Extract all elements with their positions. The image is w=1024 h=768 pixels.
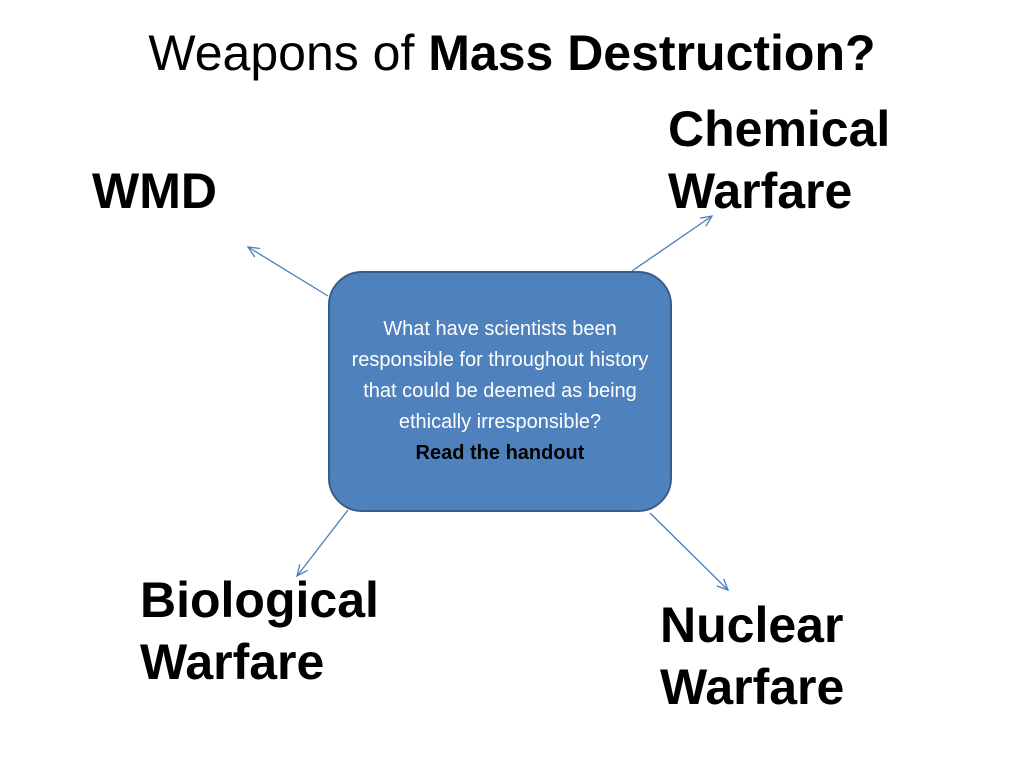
wmd-text: WMD <box>92 163 217 219</box>
chemical-line2: Warfare <box>668 163 853 219</box>
arrow-to-nuclear-warfare <box>649 512 730 592</box>
chemical-line1: Chemical <box>668 101 891 157</box>
arrow-to-wmd <box>246 246 329 297</box>
label-nuclear-warfare: Nuclear Warfare <box>660 594 844 718</box>
biological-line2: Warfare <box>140 634 325 690</box>
arrow-to-chemical-warfare <box>631 215 714 272</box>
biological-line1: Biological <box>140 572 379 628</box>
central-question-text: What have scientists been responsible fo… <box>351 318 649 433</box>
handout-instruction: Read the handout <box>415 442 585 464</box>
label-biological-warfare: Biological Warfare <box>140 569 379 693</box>
slide-title: Weapons of Mass Destruction? <box>0 18 1024 88</box>
title-prefix: Weapons of <box>148 25 429 81</box>
central-question-box: What have scientists been responsible fo… <box>328 271 672 512</box>
nuclear-line2: Warfare <box>660 659 845 715</box>
arrow-to-biological-warfare <box>296 509 349 578</box>
label-chemical-warfare: Chemical Warfare <box>668 98 890 222</box>
nuclear-line1: Nuclear <box>660 597 844 653</box>
title-emphasis: Mass Destruction? <box>428 25 876 81</box>
label-wmd: WMD <box>92 160 217 222</box>
